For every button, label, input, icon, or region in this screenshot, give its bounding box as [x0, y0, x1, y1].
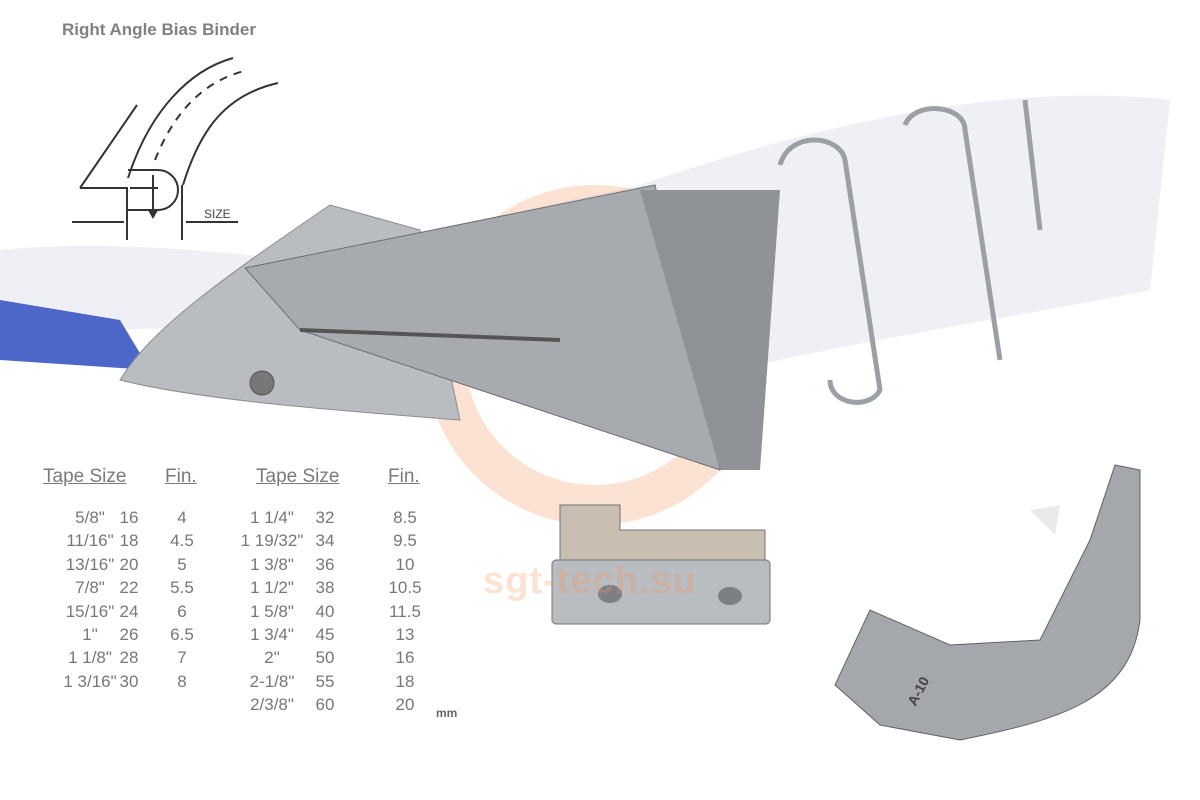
table-cell-fin: 16	[395, 648, 415, 668]
table-cell-fin: 6	[177, 601, 187, 621]
table-cell-mm: 38	[315, 578, 335, 598]
header-tape-size-left: Tape Size	[43, 466, 127, 487]
table-cell-fin: 11.5	[389, 601, 421, 621]
table-cell-tape: 1 1/2"	[250, 578, 294, 598]
presser-foot	[834, 464, 1141, 741]
table-cell-tape: 1 19/32"	[240, 531, 304, 551]
table-cell-mm: 20	[119, 554, 139, 574]
diagram-size-label: SIZE	[204, 207, 231, 221]
table-cell-mm: 40	[315, 601, 335, 621]
blue-fabric	[0, 300, 150, 370]
header-tape-size-right: Tape Size	[256, 466, 340, 487]
table-cell-fin: 20	[395, 695, 415, 715]
table-cell-fin: 18	[395, 671, 415, 691]
header-fin-left: Fin.	[165, 466, 197, 487]
table-cell-fin: 5.5	[170, 578, 194, 598]
table-cell-mm: 22	[119, 578, 139, 598]
table-cell-tape: 1 3/8"	[250, 554, 294, 574]
table-cell-mm: 32	[315, 508, 335, 527]
table-cell-tape: 1 1/4"	[250, 508, 294, 527]
table-cell-mm: 16	[119, 508, 139, 527]
table-cell-fin: 4	[177, 508, 187, 527]
header-fin-right: Fin.	[388, 466, 420, 487]
watermark-text: sgt-tech.su	[483, 560, 697, 602]
table-cell-fin: 8	[177, 671, 187, 691]
table-cell-fin: 8.5	[393, 508, 417, 527]
table-cell-fin: 4.5	[170, 531, 194, 551]
feed-dog	[551, 504, 771, 625]
table-cell-tape: 11/16"	[66, 531, 114, 551]
table-cell-mm: 24	[119, 601, 139, 621]
table-cell-tape: 5/8"	[75, 508, 105, 527]
table-cell-tape: 7/8"	[75, 578, 105, 598]
table-cell-mm: 26	[119, 625, 139, 644]
table-cell-fin: 10	[395, 554, 415, 574]
table-cell-mm: 18	[119, 531, 139, 551]
table-cell-tape: 1"	[82, 625, 98, 644]
table-cell-mm: 36	[315, 554, 335, 574]
table-cell-tape: 1 1/8"	[68, 648, 112, 668]
table-cell-mm: 60	[315, 695, 335, 715]
table-cell-mm: 30	[119, 671, 139, 691]
table-cell-mm: 34	[315, 531, 335, 551]
table-cell-tape: 13/16"	[65, 554, 115, 574]
table-cell-tape: 15/16"	[65, 601, 115, 621]
unit-label: mm	[436, 706, 458, 720]
wire-guides	[777, 99, 1043, 405]
table-cell-fin: 7	[177, 648, 187, 668]
table-cell-fin: 13	[395, 625, 415, 644]
table-cell-mm: 28	[119, 648, 139, 668]
table-cell-tape: 2"	[264, 648, 280, 668]
table-cell-mm: 50	[315, 648, 335, 668]
table-cell-tape: 1 5/8"	[250, 601, 294, 621]
table-cell-mm: 55	[315, 671, 335, 691]
binder-diagram	[72, 57, 279, 240]
table-cell-tape: 1 3/16"	[63, 671, 117, 691]
table-cell-mm: 45	[315, 625, 335, 644]
table-cell-fin: 6.5	[170, 625, 194, 644]
table-cell-tape: 1 3/4"	[250, 625, 294, 644]
table-cell-fin: 10.5	[388, 578, 422, 598]
page-title: Right Angle Bias Binder	[62, 20, 256, 39]
table-cell-fin: 9.5	[393, 531, 417, 551]
table-cell-tape: 2-1/8"	[249, 671, 295, 691]
table-cell-fin: 5	[177, 554, 187, 574]
table-cell-tape: 2/3/8"	[250, 695, 294, 715]
